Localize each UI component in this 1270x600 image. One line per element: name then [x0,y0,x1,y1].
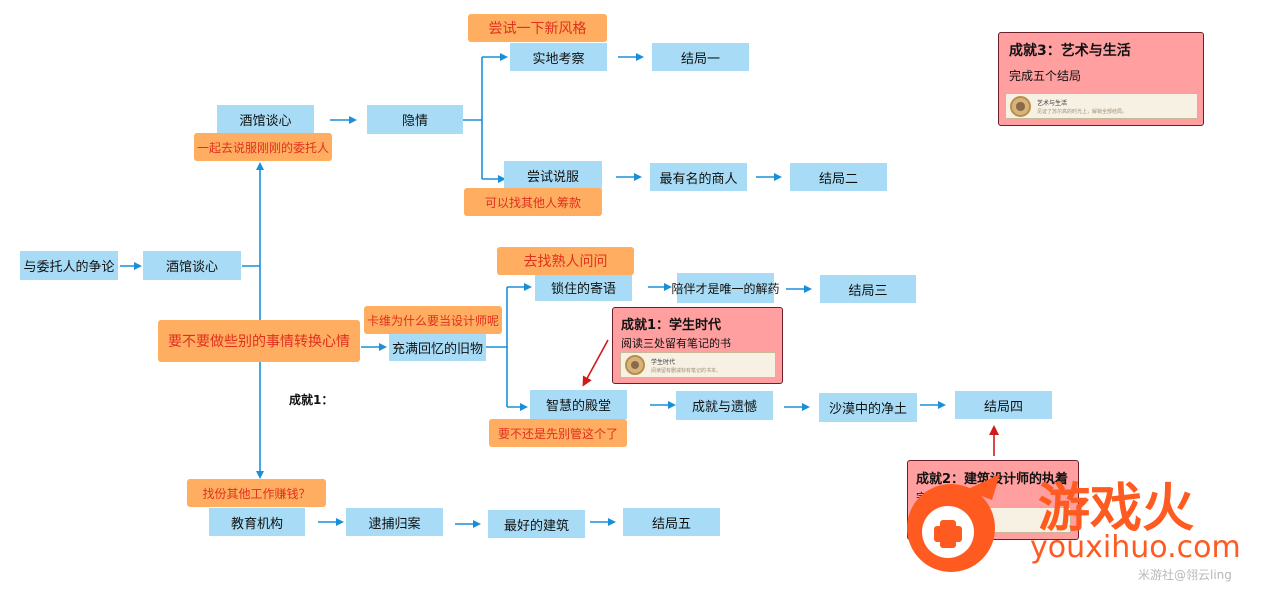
flame-logo-icon [907,474,1000,572]
node-ending-5: 结局五 [623,508,720,536]
option-change-mood: 要不要做些别的事情转换心情 [158,320,360,362]
medal-icon [625,355,645,375]
option-raise-funds: 可以找其他人筹款 [464,188,602,216]
node-ending-4: 结局四 [955,391,1052,419]
achievement-title: 成就1：学生时代 [621,318,722,333]
option-why-designer: 卡维为什么要当设计师呢 [364,306,502,334]
node-tavern-talk: 酒馆谈心 [143,251,241,280]
watermark-logo-text: 游戏火 [1038,479,1195,539]
achievement-subtitle: 阅读三处留有笔记的书 [621,337,731,350]
achievement-card-art-and-life: 成就3：艺术与生活 完成五个结局 艺术与生活 见证了苏尔高的时光上，解锁全部结局… [998,32,1204,126]
node-ending-1: 结局一 [652,43,749,71]
node-ending-2: 结局二 [790,163,887,191]
node-education: 教育机构 [209,508,305,536]
watermark-url: youxihuo.com [1030,530,1241,565]
medal-icon [1010,96,1031,117]
option-ask-acquaintance: 去找熟人问问 [497,247,634,275]
node-hall-of-wisdom: 智慧的殿堂 [530,390,627,419]
achievement-preview: 学生时代 阅读留有删减标有笔记的书本。 [620,352,776,378]
achievement-label: 成就1： [289,393,334,407]
preview-title: 艺术与生活 [1037,100,1068,107]
preview-description: 阅读留有删减标有笔记的书本。 [651,368,722,374]
node-tavern-talk-2: 酒馆谈心 [217,105,314,134]
node-field-study: 实地考察 [510,43,607,71]
node-dispute: 与委托人的争论 [20,251,118,280]
source-credit: 米游社@翎云ling [1138,568,1232,582]
achievement-subtitle: 完成五个结局 [1009,69,1082,83]
node-best-building: 最好的建筑 [488,510,585,538]
achievement-title: 成就3：艺术与生活 [1009,43,1131,59]
preview-description: 见证了苏尔高的时光上，解锁全部结局。 [1037,109,1128,115]
node-locked-message: 锁住的寄语 [535,273,632,301]
node-secret: 隐情 [367,105,463,134]
node-achievement-regret: 成就与遗憾 [676,391,773,420]
node-ending-3: 结局三 [820,275,916,303]
option-try-new-style: 尝试一下新风格 [468,14,607,42]
achievement-card-student-days: 成就1：学生时代 阅读三处留有笔记的书 学生时代 阅读留有删减标有笔记的书本。 [612,307,783,384]
node-persuade: 尝试说服 [504,161,602,189]
option-leave-it: 要不还是先别管这个了 [489,419,627,447]
preview-title: 学生时代 [651,359,676,366]
option-persuade-client-together: 一起去说服刚刚的委托人 [194,133,332,161]
achievement-preview: 艺术与生活 见证了苏尔高的时光上，解锁全部结局。 [1005,93,1198,119]
node-companionship: 陪伴才是唯一的解药 [672,273,780,303]
node-famous-merchant: 最有名的商人 [650,163,747,191]
node-desert-oasis: 沙漠中的净土 [819,393,917,422]
option-find-other-work: 找份其他工作赚钱？ [187,479,326,507]
node-arrest: 逮捕归案 [346,508,443,536]
node-memories: 充满回忆的旧物 [389,333,486,361]
